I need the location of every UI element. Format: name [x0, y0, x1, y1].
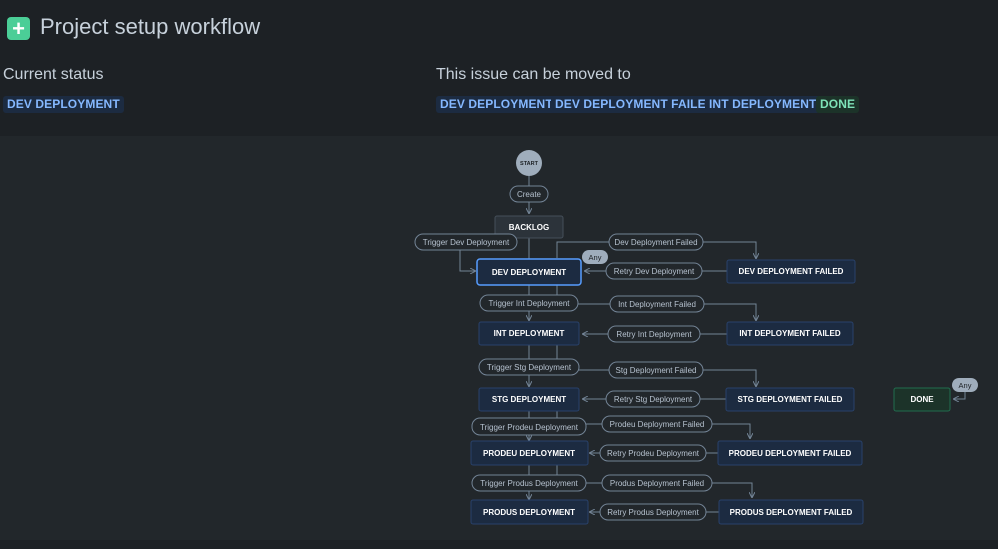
transition-create[interactable]: Create: [509, 185, 549, 203]
edge-produs-failed-end: [712, 482, 752, 497]
transition-retry-int-deployment[interactable]: Retry Int Deployment: [607, 325, 701, 343]
svg-text:Create: Create: [517, 190, 542, 199]
edge-stg-failed-end: [703, 369, 756, 386]
svg-text:PRODUS DEPLOYMENT: PRODUS DEPLOYMENT: [483, 508, 575, 517]
workflow-diagram: START BACKLOG DEV DEPLOYMENT DEV DEPLOYM…: [414, 150, 978, 525]
transition-trigger-prodeu-deployment[interactable]: Trigger Prodeu Deployment: [471, 417, 587, 436]
svg-text:Trigger Produs Deployment: Trigger Produs Deployment: [480, 479, 578, 488]
svg-text:Retry Dev Deployment: Retry Dev Deployment: [614, 267, 695, 276]
status-dev-deployment[interactable]: DEV DEPLOYMENT: [476, 258, 582, 286]
edge-prodeu-failed-end: [712, 423, 750, 438]
current-status-heading: Current status: [3, 66, 104, 83]
svg-text:Dev Deployment Failed: Dev Deployment Failed: [614, 238, 697, 247]
transition-dev-deployment-failed[interactable]: Dev Deployment Failed: [608, 233, 704, 251]
workflow-edges: [459, 176, 966, 512]
transition-trigger-produs-deployment[interactable]: Trigger Produs Deployment: [471, 474, 587, 492]
svg-text:Produs Deployment Failed: Produs Deployment Failed: [610, 479, 704, 488]
edge-trigger-dev: [459, 250, 475, 271]
transition-prodeu-deployment-failed[interactable]: Prodeu Deployment Failed: [601, 415, 713, 433]
transition-option-dev-deployment-failed[interactable]: DEV DEPLOYMENT FAILED: [551, 96, 719, 113]
status-stg-deployment-failed[interactable]: STG DEPLOYMENT FAILED: [725, 387, 855, 412]
workflow-canvas: START BACKLOG DEV DEPLOYMENT DEV DEPLOYM…: [0, 136, 998, 540]
svg-text:Int Deployment Failed: Int Deployment Failed: [618, 300, 696, 309]
edge-dev-failed-start: [556, 241, 609, 258]
any-badge-done[interactable]: Any: [952, 378, 978, 392]
svg-text:STG DEPLOYMENT FAILED: STG DEPLOYMENT FAILED: [738, 395, 843, 404]
page-title: Project setup workflow: [40, 14, 261, 39]
svg-text:Trigger Stg Deployment: Trigger Stg Deployment: [487, 363, 572, 372]
status-dev-deployment-failed[interactable]: DEV DEPLOYMENT FAILED: [726, 259, 856, 284]
transition-retry-dev-deployment[interactable]: Retry Dev Deployment: [605, 262, 703, 280]
svg-text:STG DEPLOYMENT: STG DEPLOYMENT: [492, 395, 566, 404]
svg-text:PRODEU DEPLOYMENT FAILED: PRODEU DEPLOYMENT FAILED: [729, 449, 852, 458]
svg-text:Retry Stg Deployment: Retry Stg Deployment: [614, 395, 693, 404]
svg-text:DONE: DONE: [910, 395, 934, 404]
svg-text:Retry Produs Deployment: Retry Produs Deployment: [607, 508, 699, 517]
svg-text:Any: Any: [959, 381, 972, 390]
transition-produs-deployment-failed[interactable]: Produs Deployment Failed: [601, 474, 713, 492]
svg-text:PRODUS DEPLOYMENT FAILED: PRODUS DEPLOYMENT FAILED: [730, 508, 853, 517]
transition-retry-produs-deployment[interactable]: Retry Produs Deployment: [599, 503, 707, 521]
status-done[interactable]: DONE: [893, 387, 951, 412]
transition-option-int-deployment[interactable]: INT DEPLOYMENT: [705, 96, 821, 113]
svg-text:Stg Deployment Failed: Stg Deployment Failed: [616, 366, 697, 375]
footer-band: [0, 540, 998, 549]
status-prodeu-deployment[interactable]: PRODEU DEPLOYMENT: [470, 440, 589, 466]
current-status-lozenge: DEV DEPLOYMENT: [3, 96, 124, 113]
any-badge-dev[interactable]: Any: [582, 250, 608, 264]
edge-dev-failed-end: [703, 241, 756, 258]
transition-stg-deployment-failed[interactable]: Stg Deployment Failed: [608, 361, 704, 379]
transition-retry-stg-deployment[interactable]: Retry Stg Deployment: [605, 390, 701, 408]
status-backlog[interactable]: BACKLOG: [494, 215, 564, 239]
status-int-deployment[interactable]: INT DEPLOYMENT: [478, 321, 580, 346]
transition-trigger-stg-deployment[interactable]: Trigger Stg Deployment: [478, 358, 580, 376]
issue-header: + Project setup workflow Current status …: [0, 0, 998, 136]
status-produs-deployment-failed[interactable]: PRODUS DEPLOYMENT FAILED: [718, 499, 864, 525]
start-node: START: [516, 150, 542, 176]
status-prodeu-deployment-failed[interactable]: PRODEU DEPLOYMENT FAILED: [717, 440, 863, 466]
svg-text:START: START: [520, 161, 539, 167]
transition-trigger-int-deployment[interactable]: Trigger Int Deployment: [479, 294, 579, 312]
edge-any-done: [954, 392, 966, 399]
status-produs-deployment[interactable]: PRODUS DEPLOYMENT: [470, 499, 589, 525]
svg-text:PRODEU DEPLOYMENT: PRODEU DEPLOYMENT: [483, 449, 575, 458]
svg-text:BACKLOG: BACKLOG: [509, 223, 549, 232]
edge-int-failed-end: [704, 303, 756, 320]
svg-text:Any: Any: [589, 253, 602, 262]
transition-option-dev-deployment[interactable]: DEV DEPLOYMENT: [436, 96, 557, 113]
moved-to-heading: This issue can be moved to: [436, 66, 631, 83]
svg-text:Trigger Prodeu Deployment: Trigger Prodeu Deployment: [480, 423, 579, 432]
plus-icon: +: [7, 17, 30, 40]
transition-trigger-dev-deployment[interactable]: Trigger Dev Deployment: [414, 233, 518, 251]
svg-text:DEV DEPLOYMENT: DEV DEPLOYMENT: [492, 268, 566, 277]
svg-text:INT DEPLOYMENT: INT DEPLOYMENT: [494, 329, 565, 338]
svg-text:Prodeu Deployment Failed: Prodeu Deployment Failed: [610, 420, 705, 429]
transition-option-done[interactable]: DONE: [816, 96, 860, 113]
svg-text:DEV DEPLOYMENT FAILED: DEV DEPLOYMENT FAILED: [739, 267, 844, 276]
transition-int-deployment-failed[interactable]: Int Deployment Failed: [609, 295, 705, 313]
svg-text:Retry Prodeu Deployment: Retry Prodeu Deployment: [607, 449, 700, 458]
status-stg-deployment[interactable]: STG DEPLOYMENT: [478, 387, 580, 412]
svg-text:Trigger Int Deployment: Trigger Int Deployment: [488, 299, 570, 308]
svg-text:Trigger Dev Deployment: Trigger Dev Deployment: [423, 238, 510, 247]
svg-text:Retry Int Deployment: Retry Int Deployment: [616, 330, 692, 339]
transition-retry-prodeu-deployment[interactable]: Retry Prodeu Deployment: [599, 444, 707, 462]
status-int-deployment-failed[interactable]: INT DEPLOYMENT FAILED: [726, 321, 854, 346]
svg-text:INT DEPLOYMENT FAILED: INT DEPLOYMENT FAILED: [739, 329, 841, 338]
